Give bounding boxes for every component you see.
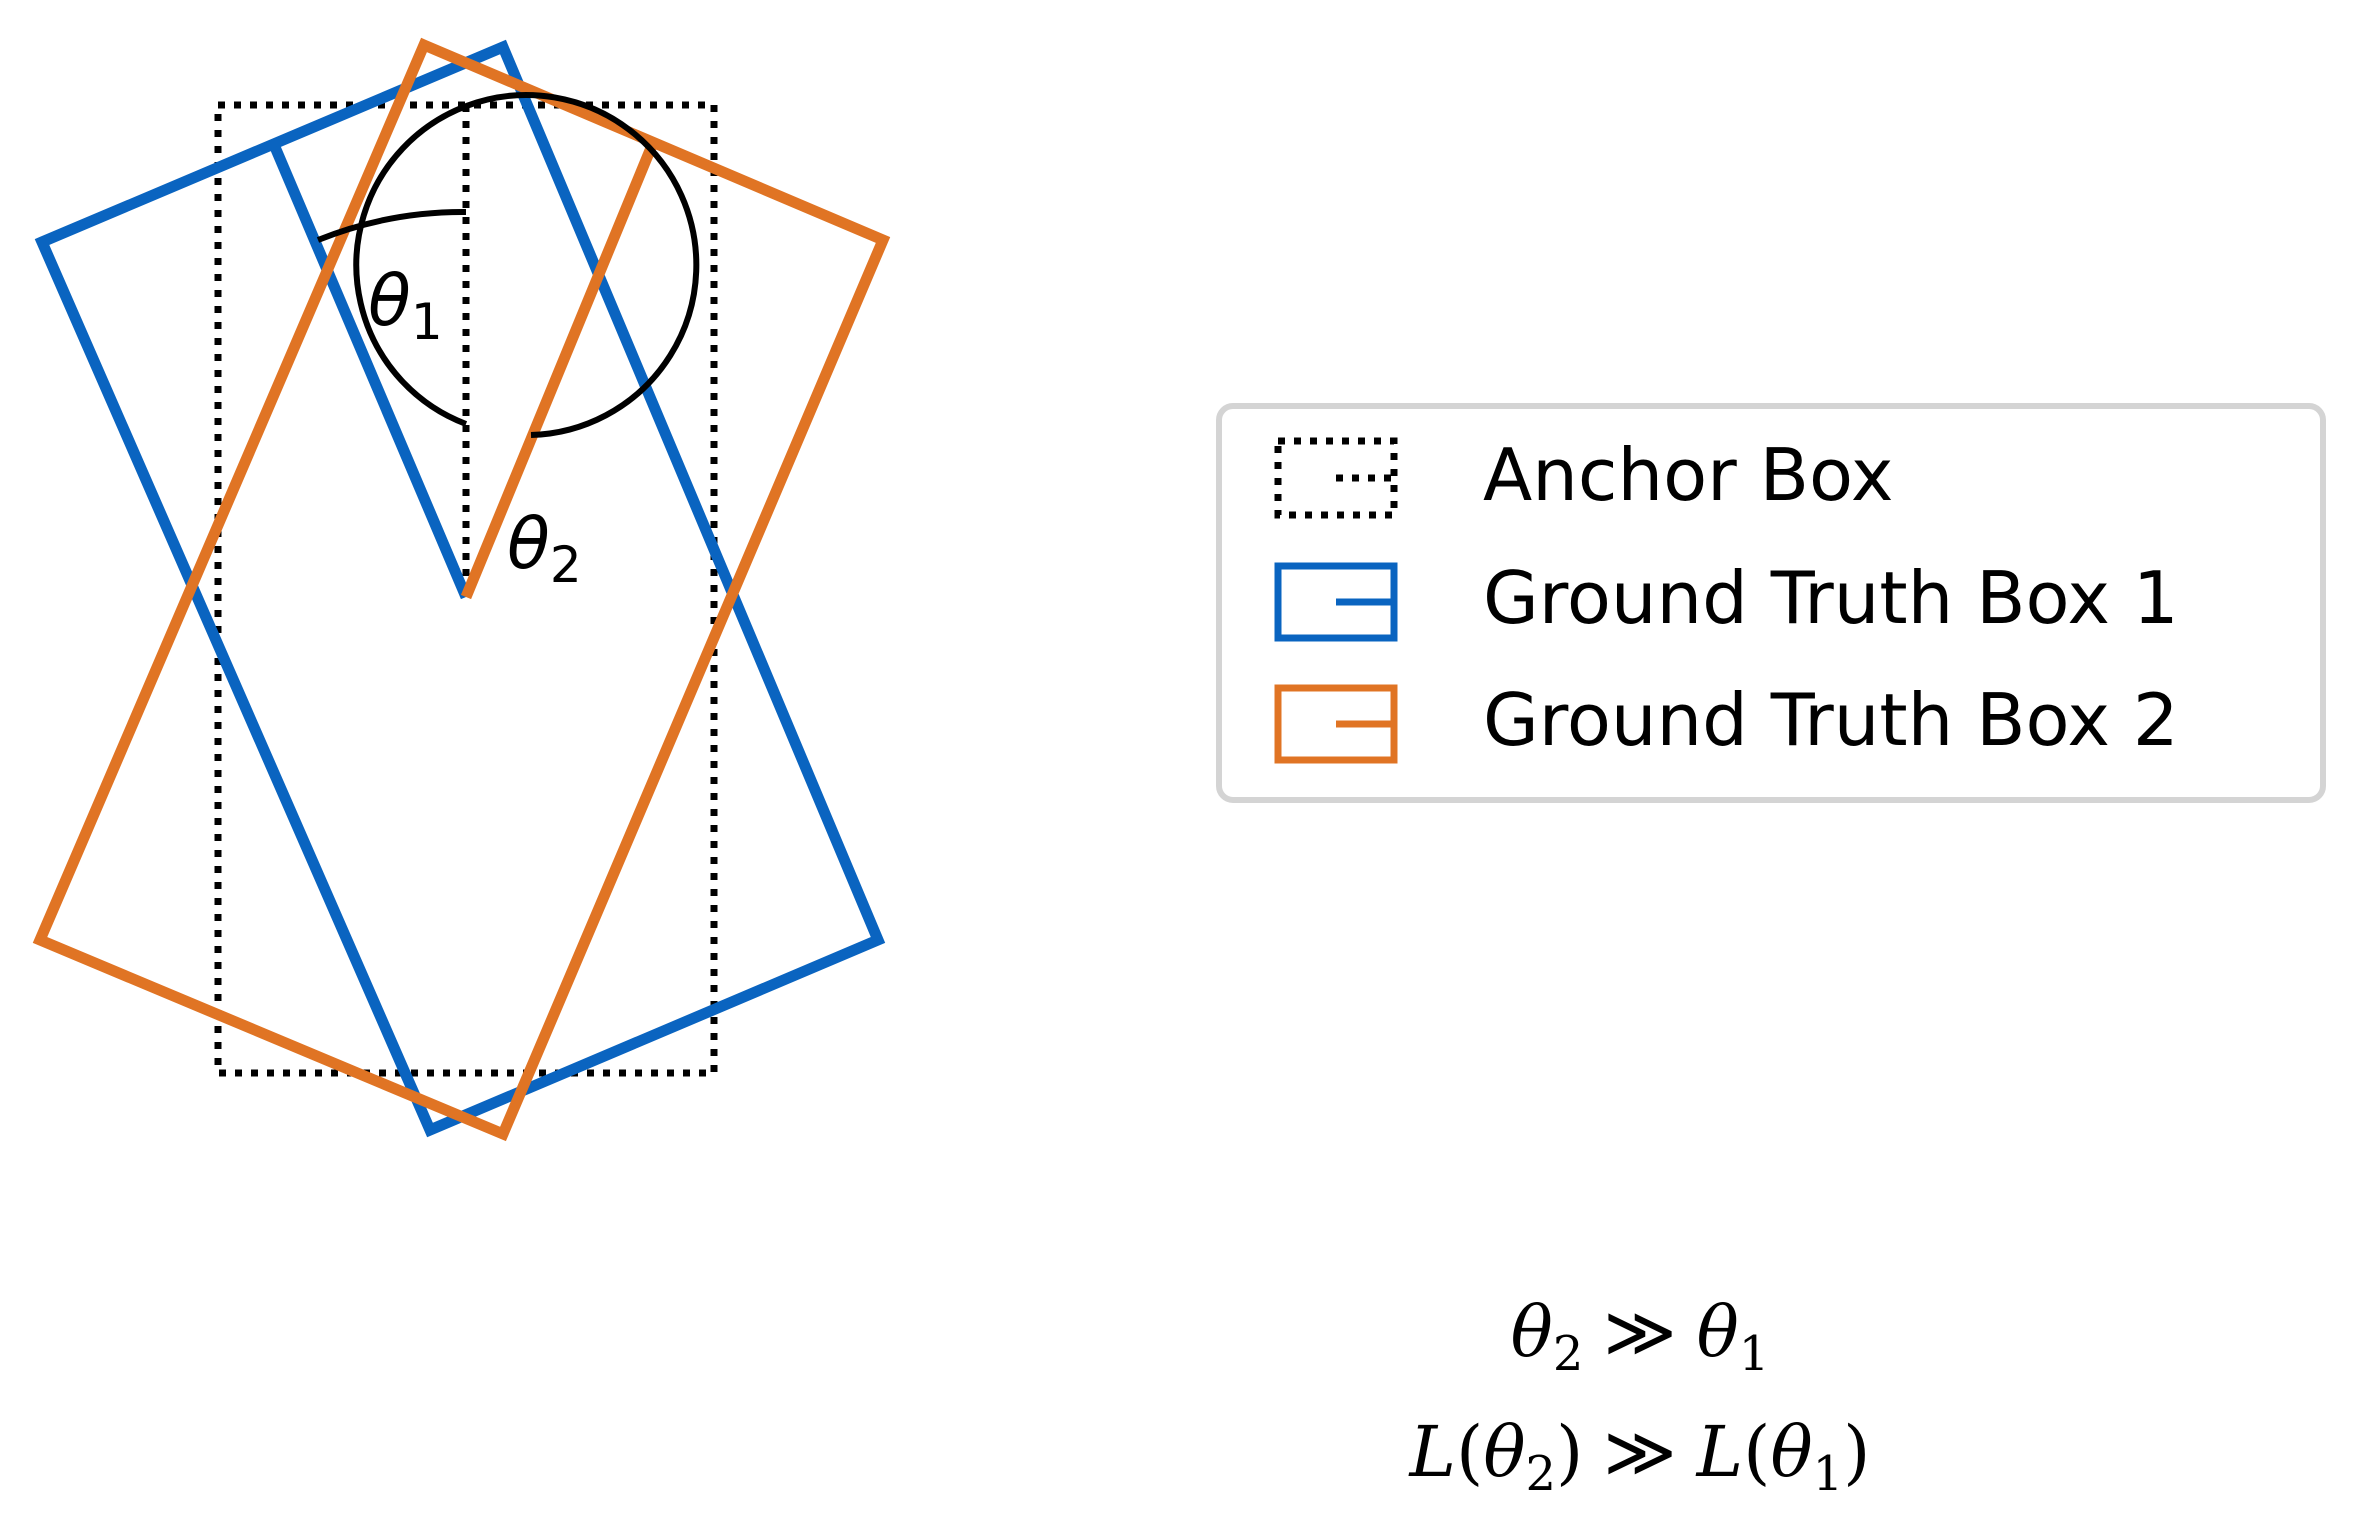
legend-frame — [1216, 403, 2326, 803]
ground-truth-box-1 — [34, 39, 886, 1138]
theta1-label: θ1 — [368, 260, 443, 351]
legend-label-ground-truth-box-1: Ground Truth Box 1 — [1483, 556, 2179, 640]
equation-loss-comparison: L(θ2)≫L(θ1) — [1408, 1411, 1871, 1502]
ground-truth-box-2 — [32, 37, 891, 1142]
theta1-arc — [316, 208, 467, 243]
theta2-label: θ2 — [507, 503, 582, 594]
ground-truth-box-1-heading — [269, 144, 472, 600]
legend-item-anchor-box: Anchor Box — [1274, 433, 1893, 519]
legend-swatch-anchor — [1274, 437, 1398, 519]
equation-theta-comparison: θ2≫θ1 — [1511, 1291, 1770, 1382]
ground-truth-box-2-heading — [460, 140, 659, 600]
legend-item-ground-truth-box-2: Ground Truth Box 2 — [1274, 678, 2179, 764]
anchor-box — [214, 101, 718, 1077]
legend-label-anchor-box: Anchor Box — [1483, 433, 1893, 517]
legend-item-ground-truth-box-1: Ground Truth Box 1 — [1274, 556, 2179, 642]
legend: Anchor Box Ground Truth Box 1 Ground Tru… — [1216, 403, 2326, 803]
equations: θ2≫θ1 L(θ2)≫L(θ1) — [1408, 1291, 1871, 1502]
theta2-arc — [353, 92, 700, 438]
legend-label-ground-truth-box-2: Ground Truth Box 2 — [1483, 678, 2179, 762]
